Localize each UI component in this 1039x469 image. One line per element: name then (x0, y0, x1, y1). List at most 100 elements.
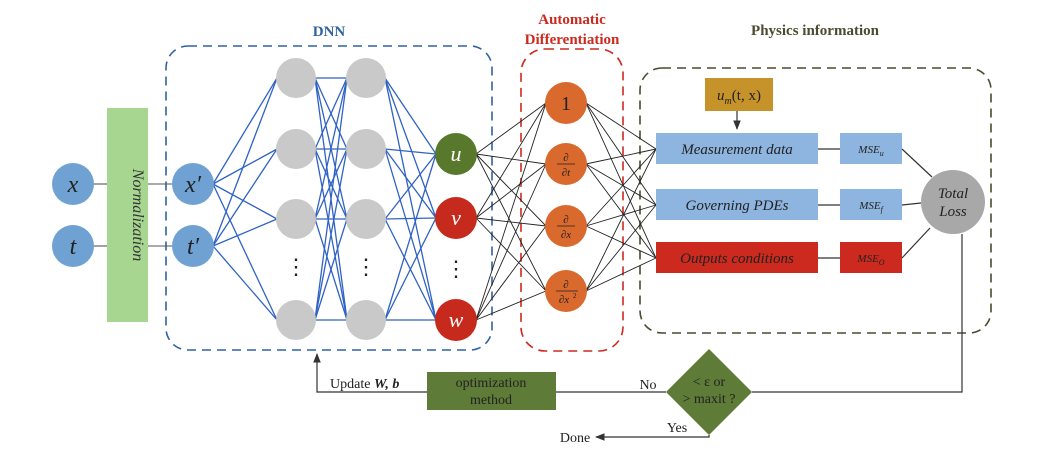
network-edge (384, 77, 437, 321)
network-edge (384, 153, 437, 321)
hidden-node (276, 58, 316, 98)
update-label: Update W, b (330, 377, 399, 392)
measurement-data-box (656, 133, 818, 164)
ad-edge (475, 163, 547, 219)
ad-edge (475, 102, 547, 219)
network-edge (212, 183, 278, 220)
normalization-label: Normalization (129, 168, 146, 261)
ad-dx2-denominator: ∂x (559, 294, 569, 306)
mse-f-label: MSEf (858, 200, 884, 214)
physics-edge (585, 102, 657, 150)
ad-edge (475, 290, 547, 321)
decision-diamond (666, 349, 752, 435)
ad-edge (475, 225, 547, 321)
mse-f-box (840, 189, 902, 220)
physics-edge (585, 102, 657, 206)
outputs-conditions-box (656, 242, 818, 273)
hidden-node (276, 199, 316, 239)
network-edge (212, 218, 278, 247)
physics-title: Physics information (751, 23, 880, 39)
hidden-node (276, 300, 316, 340)
hidden-ellipsis: ⋮ (355, 254, 377, 279)
loss-link-u (901, 148, 933, 178)
ad-edge (475, 217, 547, 292)
network-edge (384, 148, 437, 219)
ad-dx2-exponent: 2 (573, 292, 577, 300)
network-edge (384, 217, 437, 321)
ad-dt-numerator: ∂ (563, 152, 568, 164)
network-edge (384, 153, 437, 220)
ad-node-identity (545, 82, 587, 124)
loss-link-f (901, 202, 922, 206)
decision-yes-arrow (595, 433, 710, 441)
mse-u-label: MSEu (857, 144, 883, 158)
governing-pdes-label: Governing PDEs (686, 198, 789, 214)
ad-edges (475, 102, 657, 321)
output-ellipsis: ⋮ (445, 256, 467, 281)
network-edge (314, 218, 348, 321)
physics-edge (585, 225, 657, 259)
ad-dx2-numerator: ∂ (563, 279, 568, 291)
ad-edge (475, 153, 547, 165)
mse-o-box (840, 242, 902, 273)
input-label-t: t (70, 234, 78, 260)
update-weights-arrow (313, 353, 427, 393)
output-label-v: v (451, 205, 461, 230)
hidden-ellipsis: ⋮ (285, 254, 307, 279)
ad-dt-denominator: ∂t (562, 167, 571, 179)
physics-edge (585, 102, 657, 259)
network-edge (212, 245, 278, 321)
network-edge (314, 77, 348, 220)
decision-line2: > maxit ? (683, 392, 736, 407)
output-label-w: w (449, 307, 464, 332)
physics-edge (585, 148, 657, 292)
ad-title-line2: Differentiation (525, 32, 620, 48)
network-edge (384, 148, 437, 321)
network-edge (212, 77, 278, 185)
network-edge (384, 77, 437, 219)
input-node-x (52, 163, 94, 205)
input-node-t (52, 225, 94, 267)
ad-dx-numerator: ∂ (563, 214, 568, 226)
total-loss-line1: Total (938, 186, 968, 202)
ad-label-identity: 1 (561, 93, 571, 115)
physics-edge (585, 163, 657, 206)
network-edge (212, 77, 278, 247)
output-node-w (435, 299, 477, 341)
decision-line1: < ε or (693, 375, 726, 390)
mse-u-box (840, 133, 902, 164)
physics-edge (585, 204, 657, 227)
output-node-v (435, 197, 477, 239)
physics-edge (585, 204, 657, 292)
network-edge (384, 77, 437, 155)
loss-link-o (901, 227, 931, 259)
ad-edge (475, 163, 547, 321)
decision-no-label: No (639, 378, 656, 393)
network-edge (314, 148, 348, 220)
optimization-line2: method (470, 393, 512, 408)
hidden-node (276, 129, 316, 169)
normalized-node-x (172, 163, 214, 205)
physics-edge (585, 148, 657, 227)
network-edge (384, 217, 437, 220)
governing-pdes-box (656, 189, 818, 220)
network-edge (384, 148, 437, 155)
done-label: Done (560, 431, 590, 446)
ad-edge (475, 217, 547, 227)
ad-edge (475, 102, 547, 155)
input-edges (94, 183, 172, 247)
dnn-frame (165, 45, 493, 351)
network-edge (314, 77, 348, 150)
hidden-node (346, 199, 386, 239)
network-edge (314, 77, 348, 321)
normalized-label-t: t′ (187, 234, 200, 260)
mse-o-label: MSEO (856, 253, 884, 267)
loss-to-decision-line (752, 234, 963, 393)
network-edge (314, 148, 348, 321)
measurement-data-label: Measurement data (680, 142, 793, 158)
total-loss-node (921, 170, 985, 234)
network-edge (212, 148, 278, 247)
measurement-input-box (705, 78, 773, 111)
